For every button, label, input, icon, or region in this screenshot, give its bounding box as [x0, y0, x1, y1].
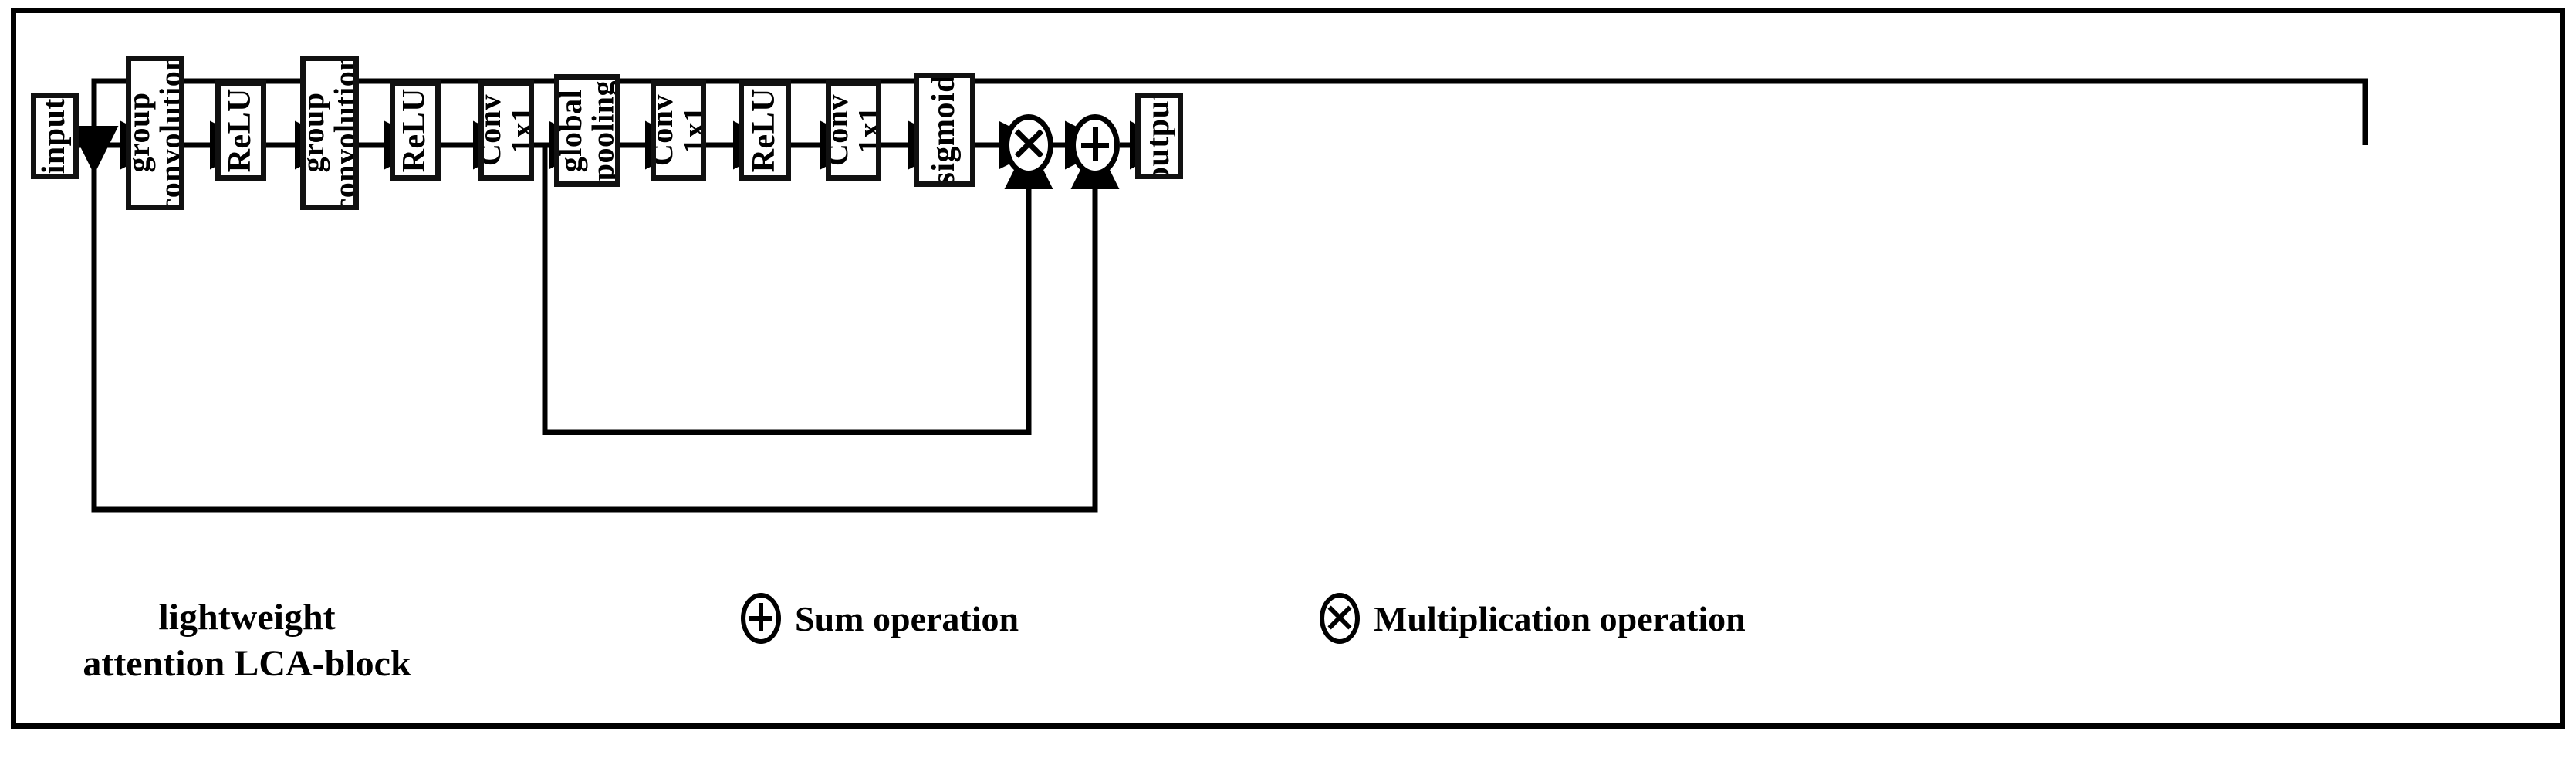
block-input-label: input	[36, 97, 73, 174]
diagram-caption: lightweight attention LCA-block	[83, 597, 411, 684]
sum-operator-icon[interactable]	[1070, 114, 1120, 176]
block-group-convolution-2[interactable]: group convolution	[300, 56, 359, 210]
block-input[interactable]: input	[31, 93, 79, 179]
block-group-convolution-2-label: group convolution	[300, 56, 359, 210]
legend-item-multiplication-label: Multiplication operation	[1374, 598, 1746, 638]
edge-identity-residual-to-sum	[91, 141, 1120, 513]
block-conv-1x1-a[interactable]: Conv 1x1	[478, 80, 534, 181]
legend-item-sum-label: Sum operation	[795, 598, 1019, 638]
block-output-label: output	[1141, 93, 1177, 179]
edge-attention-bypass-to-multiply	[542, 141, 1053, 435]
block-conv-1x1-b-label: Conv 1x1	[651, 94, 706, 167]
block-relu-3-label: ReLU	[746, 88, 783, 173]
block-relu-2[interactable]: ReLU	[390, 80, 441, 181]
block-conv-1x1-c[interactable]: Conv 1x1	[826, 80, 881, 181]
block-group-convolution-1[interactable]: group convolution	[126, 56, 184, 210]
edge-top-skip-to-groupconv1	[69, 78, 2368, 174]
block-relu-2-label: ReLU	[397, 88, 433, 173]
block-output[interactable]: output	[1135, 93, 1183, 179]
legend-item-multiplication: Multiplication operation	[1320, 593, 1746, 644]
block-global-pooling[interactable]: global pooling	[554, 74, 620, 187]
multiplication-icon	[1320, 593, 1360, 644]
block-conv-1x1-c-label: Conv 1x1	[826, 94, 881, 167]
block-relu-3[interactable]: ReLU	[739, 80, 791, 181]
multiplication-operator-icon[interactable]	[1004, 114, 1053, 176]
block-conv-1x1-b[interactable]: Conv 1x1	[651, 80, 706, 181]
block-group-convolution-1-label: group convolution	[126, 56, 184, 210]
block-global-pooling-label: global pooling	[554, 80, 620, 181]
block-conv-1x1-a-label: Conv 1x1	[478, 94, 534, 167]
block-sigmoid-label: sigmoid	[926, 74, 962, 185]
sum-icon	[741, 593, 781, 644]
block-relu-1[interactable]: ReLU	[215, 80, 266, 181]
block-sigmoid[interactable]: sigmoid	[914, 73, 975, 187]
block-relu-1-label: ReLU	[222, 88, 259, 173]
legend-item-sum: Sum operation	[741, 593, 1019, 644]
